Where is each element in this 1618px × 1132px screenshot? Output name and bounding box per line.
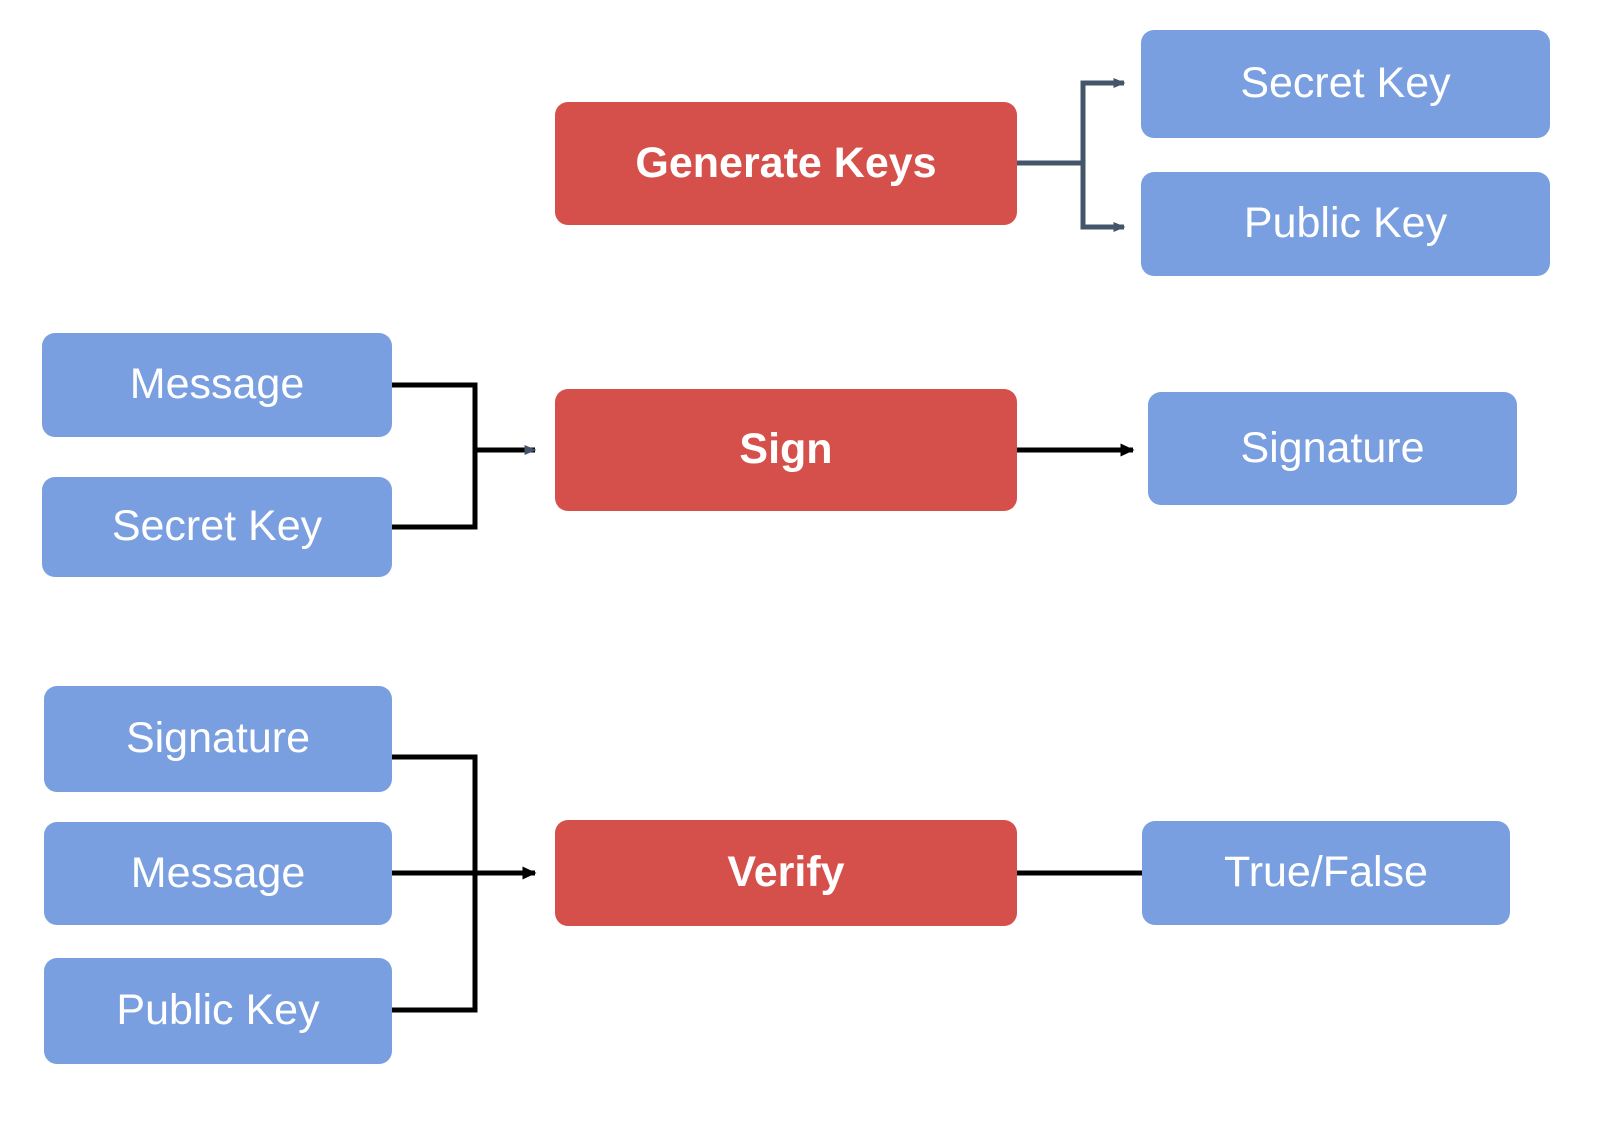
node-label: Signature: [1240, 423, 1425, 472]
data-node-secret-key-sign-input[interactable]: Secret Key: [42, 477, 392, 577]
edge-inputs-to-verify: [392, 754, 537, 1013]
data-node-message-sign-input[interactable]: Message: [42, 333, 392, 437]
data-node-message-verify-input[interactable]: Message: [44, 822, 392, 925]
node-label: Sign: [739, 425, 833, 474]
data-node-true-false-output[interactable]: True/False: [1142, 821, 1510, 925]
edge-generatekeys-to-keys: [1017, 78, 1126, 232]
data-node-signature-verify-input[interactable]: Signature: [44, 686, 392, 792]
node-label: Public Key: [116, 986, 320, 1035]
process-node-sign[interactable]: Sign: [555, 389, 1017, 511]
node-label: Public Key: [1243, 199, 1448, 248]
node-label: Message: [129, 360, 305, 409]
node-label: Secret Key: [111, 502, 323, 551]
node-label: Message: [130, 848, 306, 897]
node-label: Generate Keys: [635, 138, 937, 187]
node-label: Verify: [727, 848, 845, 897]
data-node-secret-key-output[interactable]: Secret Key: [1141, 30, 1550, 138]
node-label: Secret Key: [1240, 59, 1451, 108]
process-node-generate-keys[interactable]: Generate Keys: [555, 102, 1017, 225]
data-node-public-key-output[interactable]: Public Key: [1141, 172, 1550, 276]
node-label: Signature: [125, 714, 311, 763]
data-node-public-key-verify-input[interactable]: Public Key: [44, 958, 392, 1064]
edge-inputs-to-sign: [392, 382, 537, 530]
node-label: True/False: [1224, 848, 1428, 897]
data-node-signature-output[interactable]: Signature: [1148, 392, 1517, 505]
process-node-verify[interactable]: Verify: [555, 820, 1017, 926]
